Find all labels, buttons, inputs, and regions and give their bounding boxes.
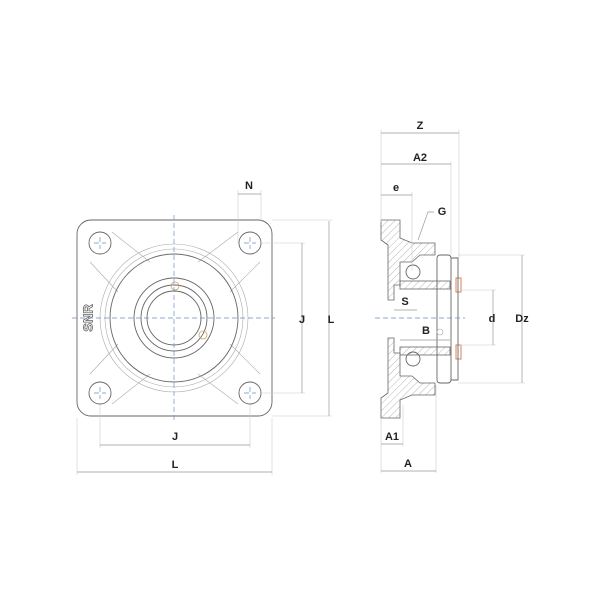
bearing-outer-ring: [109, 253, 239, 383]
label-a: A: [404, 458, 412, 470]
mounting-hole: [238, 381, 262, 405]
label-z: Z: [417, 120, 424, 132]
side-view: Z A2 e G S B d Dz A1 A: [375, 120, 529, 473]
inner-ring-top: [399, 280, 451, 290]
seal-cover: [436, 254, 452, 384]
housing-ribs: [89, 231, 261, 405]
seal-top: [455, 277, 462, 293]
label-d: d: [489, 313, 496, 325]
label-l-horizontal: L: [172, 459, 179, 471]
label-n: N: [245, 180, 253, 192]
label-j-vertical: J: [299, 314, 305, 326]
grease-nipple-top: [170, 281, 180, 291]
mounting-hole: [88, 231, 112, 255]
label-g: G: [438, 206, 447, 218]
mounting-hole: [88, 381, 112, 405]
ball-bottom: [405, 351, 421, 367]
leader-g: [417, 211, 434, 241]
housing-section-top: [380, 219, 436, 301]
mounting-hole: [238, 231, 262, 255]
housing-boss-ring: [104, 248, 244, 388]
mounting-holes: [88, 231, 262, 405]
bearing-collar: [140, 284, 208, 352]
label-dz: Dz: [515, 313, 529, 325]
label-a2: A2: [413, 152, 427, 164]
label-l-vertical: L: [328, 314, 335, 326]
inner-ring-bottom: [399, 346, 451, 356]
seal-bottom: [455, 344, 462, 360]
set-screw: [198, 330, 208, 340]
label-e: e: [393, 182, 399, 194]
set-screw-side: [436, 328, 444, 336]
end-cap: [451, 257, 459, 381]
label-b: B: [422, 325, 430, 337]
label-j-horizontal: J: [172, 431, 178, 443]
bearing-inner-ring: [133, 277, 215, 359]
label-s: S: [401, 296, 408, 308]
brand-logo: SNR: [80, 304, 95, 332]
housing-section-bottom: [380, 337, 436, 419]
ball-top: [405, 264, 421, 280]
front-view: SNR N L J J L: [72, 180, 335, 475]
label-a1: A1: [385, 431, 399, 443]
